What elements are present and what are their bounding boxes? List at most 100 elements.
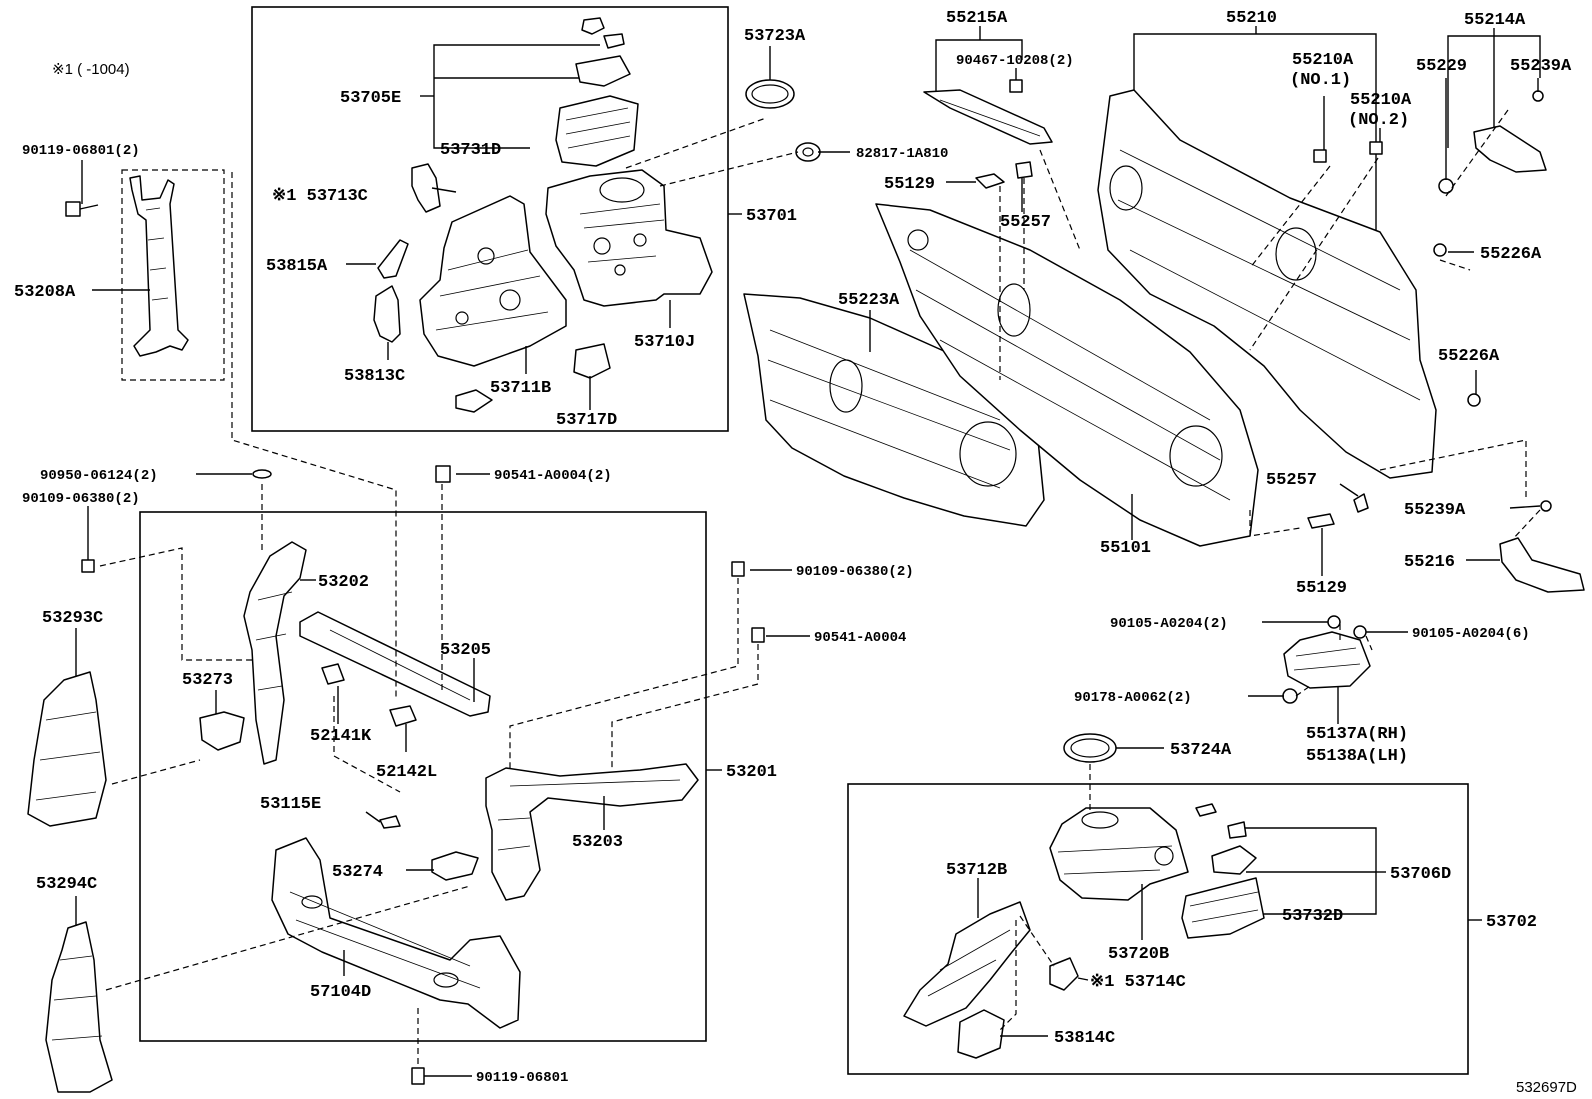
bolt-90119-a: [65, 201, 99, 217]
label-53723A: 53723A: [744, 27, 806, 46]
part-53814C: [957, 1009, 1005, 1059]
part-52142L: [389, 705, 417, 727]
note-range: ※1 ( -1004): [52, 61, 130, 78]
part-53294C: [45, 921, 113, 1093]
label-55129-a: 55129: [884, 175, 935, 194]
part-53115E: [379, 815, 401, 829]
bolt-90105b: [1353, 625, 1367, 639]
label-53115E: 53115E: [260, 795, 321, 814]
figure-code: 532697D: [1516, 1079, 1577, 1096]
bolt-90109a: [81, 559, 95, 573]
label-57104D: 57104D: [310, 983, 371, 1002]
part-53208A: [129, 175, 189, 357]
part-53712B: [903, 901, 1031, 1027]
part-55223A: [743, 293, 1045, 527]
label-52141K: 52141K: [310, 727, 372, 746]
part-53203: [485, 763, 699, 901]
label-53717D: 53717D: [556, 411, 617, 430]
label-53705E: 53705E: [340, 89, 401, 108]
label-53720B: 53720B: [1108, 945, 1169, 964]
label-90105-a: 90105-A0204(2): [1110, 616, 1228, 632]
clip-55239A-1: [1532, 90, 1544, 102]
label-82817: 82817-1A810: [856, 146, 948, 162]
part-55101: [875, 203, 1259, 547]
part-53813C: [373, 285, 401, 343]
label-90950: 90950-06124(2): [40, 468, 158, 484]
label-55215A: 55215A: [946, 9, 1008, 28]
part-55214A: [1473, 125, 1547, 173]
label-53205: 53205: [440, 641, 491, 660]
label-90119-a: 90119-06801(2): [22, 143, 140, 159]
group-box-53701: [251, 6, 729, 432]
group-box-53201: [139, 511, 707, 1042]
label-55229: 55229: [1416, 57, 1467, 76]
part-53714C: [1049, 957, 1079, 991]
label-53815A: 53815A: [266, 257, 328, 276]
bolt-90105a: [1327, 615, 1341, 629]
label-53713C: ※1 53713C: [272, 187, 368, 206]
label-55257-a: 55257: [1000, 213, 1051, 232]
part-53293C: [27, 671, 107, 827]
clip-55257b: [1353, 493, 1369, 513]
label-53714C: ※1 53714C: [1090, 973, 1186, 992]
label-53293C: 53293C: [42, 609, 103, 628]
label-90109-a: 90109-06380(2): [22, 491, 140, 507]
clip-55229: [1438, 178, 1454, 194]
part-53274: [431, 851, 479, 881]
label-55210A-2-no: (NO.2): [1348, 111, 1409, 130]
label-53273: 53273: [182, 671, 233, 690]
bolt-90119b: [411, 1067, 425, 1085]
label-53203: 53203: [572, 833, 623, 852]
label-52142L: 52142L: [376, 763, 437, 782]
seal-53724A: [1063, 733, 1117, 763]
label-55239A-1: 55239A: [1510, 57, 1572, 76]
label-55101: 55101: [1100, 539, 1151, 558]
label-55210: 55210: [1226, 9, 1277, 28]
label-53294C: 53294C: [36, 875, 97, 894]
label-55129-b: 55129: [1296, 579, 1347, 598]
label-53712B: 53712B: [946, 861, 1007, 880]
label-53702: 53702: [1486, 913, 1537, 932]
label-55226A-1: 55226A: [1480, 245, 1542, 264]
label-90119-b: 90119-06801: [476, 1070, 568, 1086]
label-53202: 53202: [318, 573, 369, 592]
label-55210A-2: 55210A: [1350, 91, 1412, 110]
part-53202: [243, 541, 307, 765]
part-53711B: [419, 195, 567, 367]
clip-90950: [252, 469, 272, 479]
part-53205: [299, 611, 491, 717]
label-55223A: 55223A: [838, 291, 900, 310]
label-53274: 53274: [332, 863, 383, 882]
label-53731D: 53731D: [440, 141, 501, 160]
label-55138A: 55138A(LH): [1306, 747, 1408, 766]
label-53201: 53201: [726, 763, 777, 782]
part-53701-apron: [545, 169, 713, 307]
clip-55210A-1: [1313, 149, 1327, 163]
part-57104D: [271, 837, 521, 1029]
label-55137A: 55137A(RH): [1306, 725, 1408, 744]
clip-55226A-2: [1467, 393, 1481, 407]
nut-90541b: [751, 627, 765, 643]
part-small-plate: [455, 389, 493, 413]
label-53724A: 53724A: [1170, 741, 1232, 760]
group-box-53702: [847, 783, 1469, 1075]
label-55226A-2: 55226A: [1438, 347, 1500, 366]
nut-90178: [1282, 688, 1298, 704]
clip-90467: [1009, 79, 1023, 93]
seal-53723A: [745, 79, 795, 109]
label-55214A: 55214A: [1464, 11, 1526, 30]
nut-90541a: [435, 465, 451, 483]
label-55210A-1-no: (NO.1): [1290, 71, 1351, 90]
label-53732D: 53732D: [1282, 907, 1343, 926]
label-53706D: 53706D: [1390, 865, 1451, 884]
clip-55210A-2: [1369, 141, 1383, 155]
label-55257-b: 55257: [1266, 471, 1317, 490]
label-90541-a: 90541-A0004(2): [494, 468, 612, 484]
label-53208A: 53208A: [14, 283, 76, 302]
label-55216: 55216: [1404, 553, 1455, 572]
label-53711B: 53711B: [490, 379, 551, 398]
label-55210A-1: 55210A: [1292, 51, 1354, 70]
label-90467: 90467-10208(2): [956, 53, 1074, 69]
grommet-82817: [795, 142, 821, 162]
